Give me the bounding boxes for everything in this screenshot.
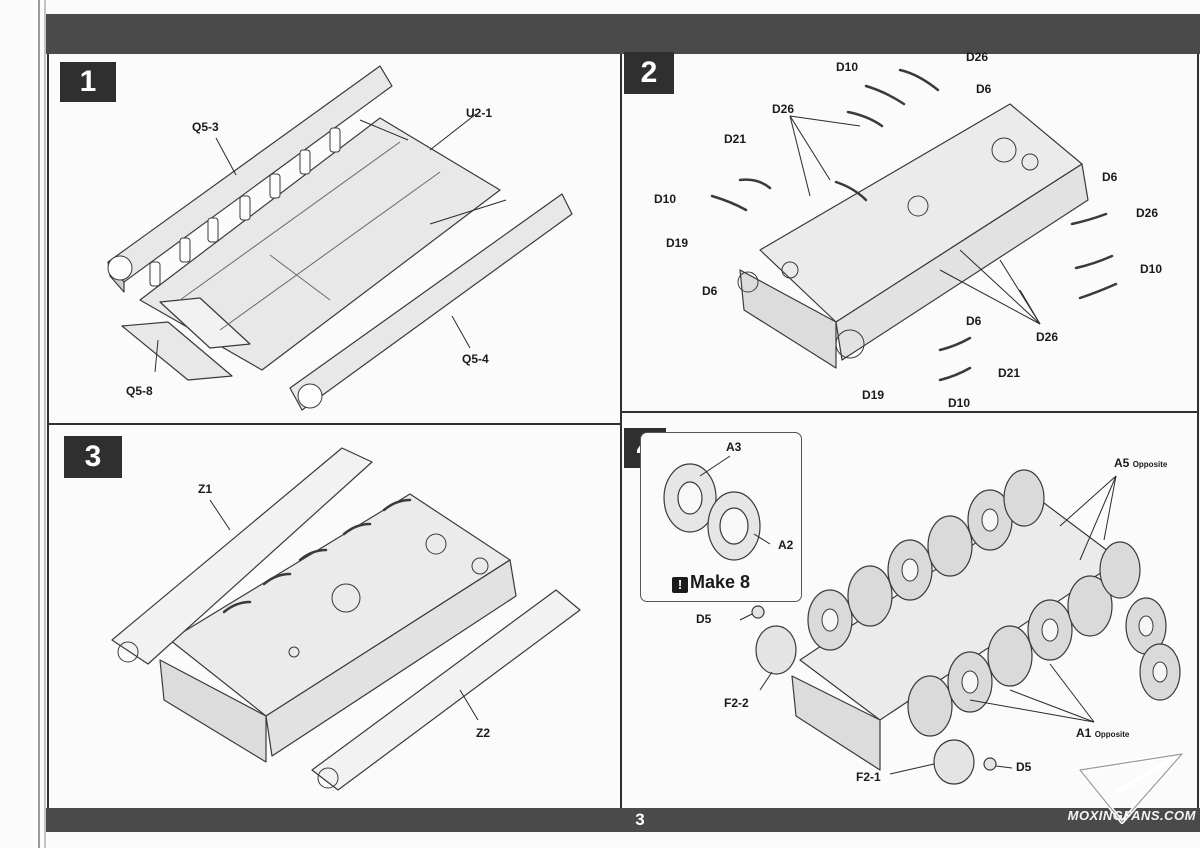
hull-side: [739, 269, 837, 369]
panel-border-left: [47, 54, 49, 808]
label-a3: A3: [726, 440, 742, 454]
top-band: [46, 14, 1200, 54]
label-d26-b: D26: [772, 102, 795, 116]
side-frame-z1: [111, 447, 373, 665]
label-d6-d: D6: [966, 314, 982, 328]
label-f2-1: F2-1: [856, 770, 881, 784]
panel-divider-right: [620, 411, 1198, 413]
label-d6-b: D6: [702, 284, 718, 298]
label-d26-a: D26: [966, 50, 989, 64]
label-u2-1: U2-1: [466, 106, 493, 120]
watermark-text: MOXINGFANS.COM: [1067, 808, 1196, 823]
panel-border-right: [1197, 54, 1199, 808]
bottom-band: [46, 808, 1200, 832]
panel-divider-vertical: [620, 54, 622, 808]
label-d10-a: D10: [836, 60, 859, 74]
label-d21-b: D21: [998, 366, 1021, 380]
side-plate-right: [289, 193, 573, 411]
label-a5-text: A5: [1114, 456, 1130, 470]
small-plate: [121, 321, 233, 381]
label-q5-8: Q5-8: [126, 384, 153, 398]
label-a5: A5 Opposite: [1114, 456, 1167, 472]
step-1-badge: 1: [60, 62, 116, 102]
label-d5-a: D5: [696, 612, 712, 626]
label-d26-d: D26: [1036, 330, 1059, 344]
label-d5-b: D5: [1016, 760, 1032, 774]
label-a1-text: A1: [1076, 726, 1092, 740]
page-number: 3: [635, 810, 645, 829]
label-d10-d: D10: [948, 396, 971, 410]
label-z2: Z2: [476, 726, 491, 740]
label-a2: A2: [778, 538, 794, 552]
step-2-badge: 2: [624, 52, 674, 94]
label-a1-note: Opposite: [1094, 730, 1130, 739]
label-a1: A1 Opposite: [1076, 726, 1129, 742]
make-quantity-label: Make 8: [690, 572, 751, 592]
page-edge: [38, 0, 40, 848]
label-d10-b: D10: [654, 192, 677, 206]
step-3-badge: 3: [64, 436, 122, 478]
side-frame-z2: [311, 589, 581, 791]
label-d19-b: D19: [862, 388, 885, 402]
panel-divider-left: [47, 423, 621, 425]
paper-plane-logo: [1078, 752, 1184, 824]
label-a5-note: Opposite: [1132, 460, 1168, 469]
label-d10-c: D10: [1140, 262, 1163, 276]
make-quantity-note: !Make 8: [672, 572, 750, 593]
label-d21-a: D21: [724, 132, 747, 146]
label-f2-2: F2-2: [724, 696, 749, 710]
label-d19-a: D19: [666, 236, 689, 250]
warning-icon: !: [672, 577, 688, 593]
page-edge-inner: [44, 0, 46, 848]
label-d6-c: D6: [1102, 170, 1118, 184]
label-d6-a: D6: [976, 82, 992, 96]
label-z1: Z1: [198, 482, 213, 496]
label-d26-c: D26: [1136, 206, 1159, 220]
label-q5-3: Q5-3: [192, 120, 219, 134]
label-q5-4: Q5-4: [462, 352, 489, 366]
